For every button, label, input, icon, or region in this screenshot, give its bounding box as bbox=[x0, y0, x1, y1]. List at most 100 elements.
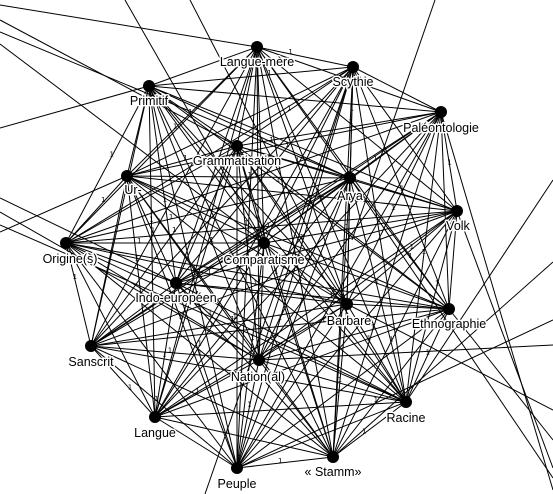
edge-offcanvas-10 bbox=[405, 179, 553, 403]
node-racine[interactable] bbox=[400, 396, 412, 408]
edge-arya-volk bbox=[349, 177, 458, 212]
edge-weight-label: 1 bbox=[101, 196, 105, 204]
node-grammatisation[interactable] bbox=[231, 140, 243, 152]
edge-arya-indo_europeen bbox=[175, 177, 351, 284]
edge-comparatisme-peuple bbox=[236, 242, 265, 469]
edge-langue_mere-indo_europeen bbox=[175, 46, 258, 284]
edge-arya-sanscrit bbox=[90, 177, 351, 347]
node-label-scythie: Scythie bbox=[333, 75, 374, 89]
edge-offcanvas-0 bbox=[0, 4, 258, 48]
edge-volk-racine bbox=[405, 210, 458, 403]
edge-offcanvas-18 bbox=[0, 175, 128, 233]
node-ur[interactable] bbox=[121, 170, 133, 182]
node-indo_europeen[interactable] bbox=[170, 277, 182, 289]
edge-primitif-arya bbox=[148, 85, 351, 179]
edge-offcanvas-13 bbox=[258, 344, 553, 361]
node-label-comparatisme: Comparatisme bbox=[223, 253, 304, 267]
node-label-ethnographie: Ethnographie bbox=[412, 317, 486, 331]
edge-weight-label: 1 bbox=[128, 383, 132, 391]
node-origines[interactable] bbox=[60, 237, 72, 249]
edge-weight-label: 1 bbox=[247, 400, 251, 408]
node-label-indo_europeen: Indo-européen bbox=[135, 291, 216, 305]
node-ethnographie[interactable] bbox=[443, 303, 455, 315]
edge-indo_europeen-stamm bbox=[175, 282, 334, 458]
edge-paleontologie-ur bbox=[126, 111, 442, 177]
edge-comparatisme-nation bbox=[258, 242, 265, 361]
edge-langue-stamm bbox=[154, 416, 334, 458]
edge-indo_europeen-barbare bbox=[175, 282, 348, 305]
edge-weight-label: 1 bbox=[298, 275, 302, 283]
edge-barbare-sanscrit bbox=[90, 303, 348, 347]
node-label-paleontologie: Paléontologie bbox=[403, 121, 479, 135]
edge-barbare-ethnographie bbox=[346, 303, 450, 310]
node-primitif[interactable] bbox=[143, 80, 155, 92]
edge-ur-stamm bbox=[126, 175, 334, 458]
edge-primitif-barbare bbox=[148, 85, 348, 305]
edge-langue_mere-peuple bbox=[236, 46, 258, 469]
edge-langue-peuple bbox=[154, 416, 238, 469]
node-peuple[interactable] bbox=[231, 462, 243, 474]
edge-weight-label: 1 bbox=[226, 427, 230, 435]
node-stamm[interactable] bbox=[327, 451, 339, 463]
edge-weight-label: 1 bbox=[197, 340, 201, 348]
edge-weight-label: 1 bbox=[422, 248, 426, 256]
node-scythie[interactable] bbox=[347, 61, 359, 73]
node-nation[interactable] bbox=[253, 354, 265, 366]
edge-weight-label: 1 bbox=[199, 154, 203, 162]
edge-paleontologie-racine bbox=[405, 111, 442, 403]
edge-comparatisme-langue bbox=[154, 242, 265, 418]
edge-offcanvas-14 bbox=[448, 308, 553, 441]
edge-arya-ethnographie bbox=[349, 177, 450, 310]
edge-paleontologie-barbare bbox=[346, 111, 442, 305]
edge-volk-comparatisme bbox=[263, 210, 458, 244]
edge-weight-label: 1 bbox=[151, 227, 155, 235]
edge-origines-peuple bbox=[65, 242, 238, 469]
edge-weight-label: 1 bbox=[232, 372, 236, 380]
edge-grammatisation-ur bbox=[126, 145, 238, 177]
edge-weight-label: 1 bbox=[374, 396, 378, 404]
node-arya[interactable] bbox=[344, 172, 356, 184]
edge-ur-comparatisme bbox=[126, 175, 265, 244]
edge-racine-langue bbox=[154, 401, 407, 418]
edge-weight-label: 1 bbox=[254, 233, 258, 241]
node-label-langue_mere: Langue-mère bbox=[220, 55, 294, 69]
edge-weight-label: 1 bbox=[299, 297, 303, 305]
edge-primitif-comparatisme bbox=[148, 85, 265, 244]
edge-grammatisation-sanscrit bbox=[90, 145, 238, 347]
edge-ur-sanscrit bbox=[90, 175, 128, 347]
edge-weight-label: 1 bbox=[157, 217, 161, 225]
node-labels: Langue-mèreScythiePrimitifPaléontologieG… bbox=[41, 54, 488, 493]
edge-arya-comparatisme bbox=[263, 177, 351, 244]
edge-weight-label: 1 bbox=[369, 180, 373, 188]
node-volk[interactable] bbox=[451, 205, 463, 217]
node-label-grammatisation: Grammatisation bbox=[193, 154, 281, 168]
edge-weight-label: 1 bbox=[244, 219, 248, 227]
node-langue[interactable] bbox=[149, 411, 161, 423]
edge-weight-label: 1 bbox=[247, 171, 251, 179]
edge-paleontologie-ethnographie bbox=[440, 111, 450, 310]
edge-scythie-ur bbox=[126, 66, 354, 177]
edge-primitif-peuple bbox=[148, 85, 238, 469]
edge-origines-barbare bbox=[65, 242, 348, 305]
edge-ethnographie-langue bbox=[154, 308, 450, 418]
node-label-primitif: Primitif bbox=[130, 94, 169, 108]
edge-volk-ethnographie bbox=[448, 210, 458, 310]
edge-weight-label: 1 bbox=[168, 347, 172, 355]
edge-scythie-grammatisation bbox=[236, 66, 354, 147]
edge-weight-label: 1 bbox=[345, 73, 349, 81]
edge-paleontologie-indo_europeen bbox=[175, 111, 442, 284]
node-paleontologie[interactable] bbox=[435, 106, 447, 118]
edge-weight-label: 1 bbox=[109, 151, 113, 159]
node-langue_mere[interactable] bbox=[251, 41, 263, 53]
node-sanscrit[interactable] bbox=[85, 340, 97, 352]
node-barbare[interactable] bbox=[341, 298, 353, 310]
edge-ethnographie-racine bbox=[405, 308, 450, 403]
edge-scythie-racine bbox=[352, 66, 407, 403]
edge-arya-racine bbox=[349, 177, 407, 403]
node-comparatisme[interactable] bbox=[258, 237, 270, 249]
edge-offcanvas-1 bbox=[0, 19, 238, 147]
edge-weight-label: 1 bbox=[362, 427, 366, 435]
edge-offcanvas-15 bbox=[456, 210, 553, 469]
